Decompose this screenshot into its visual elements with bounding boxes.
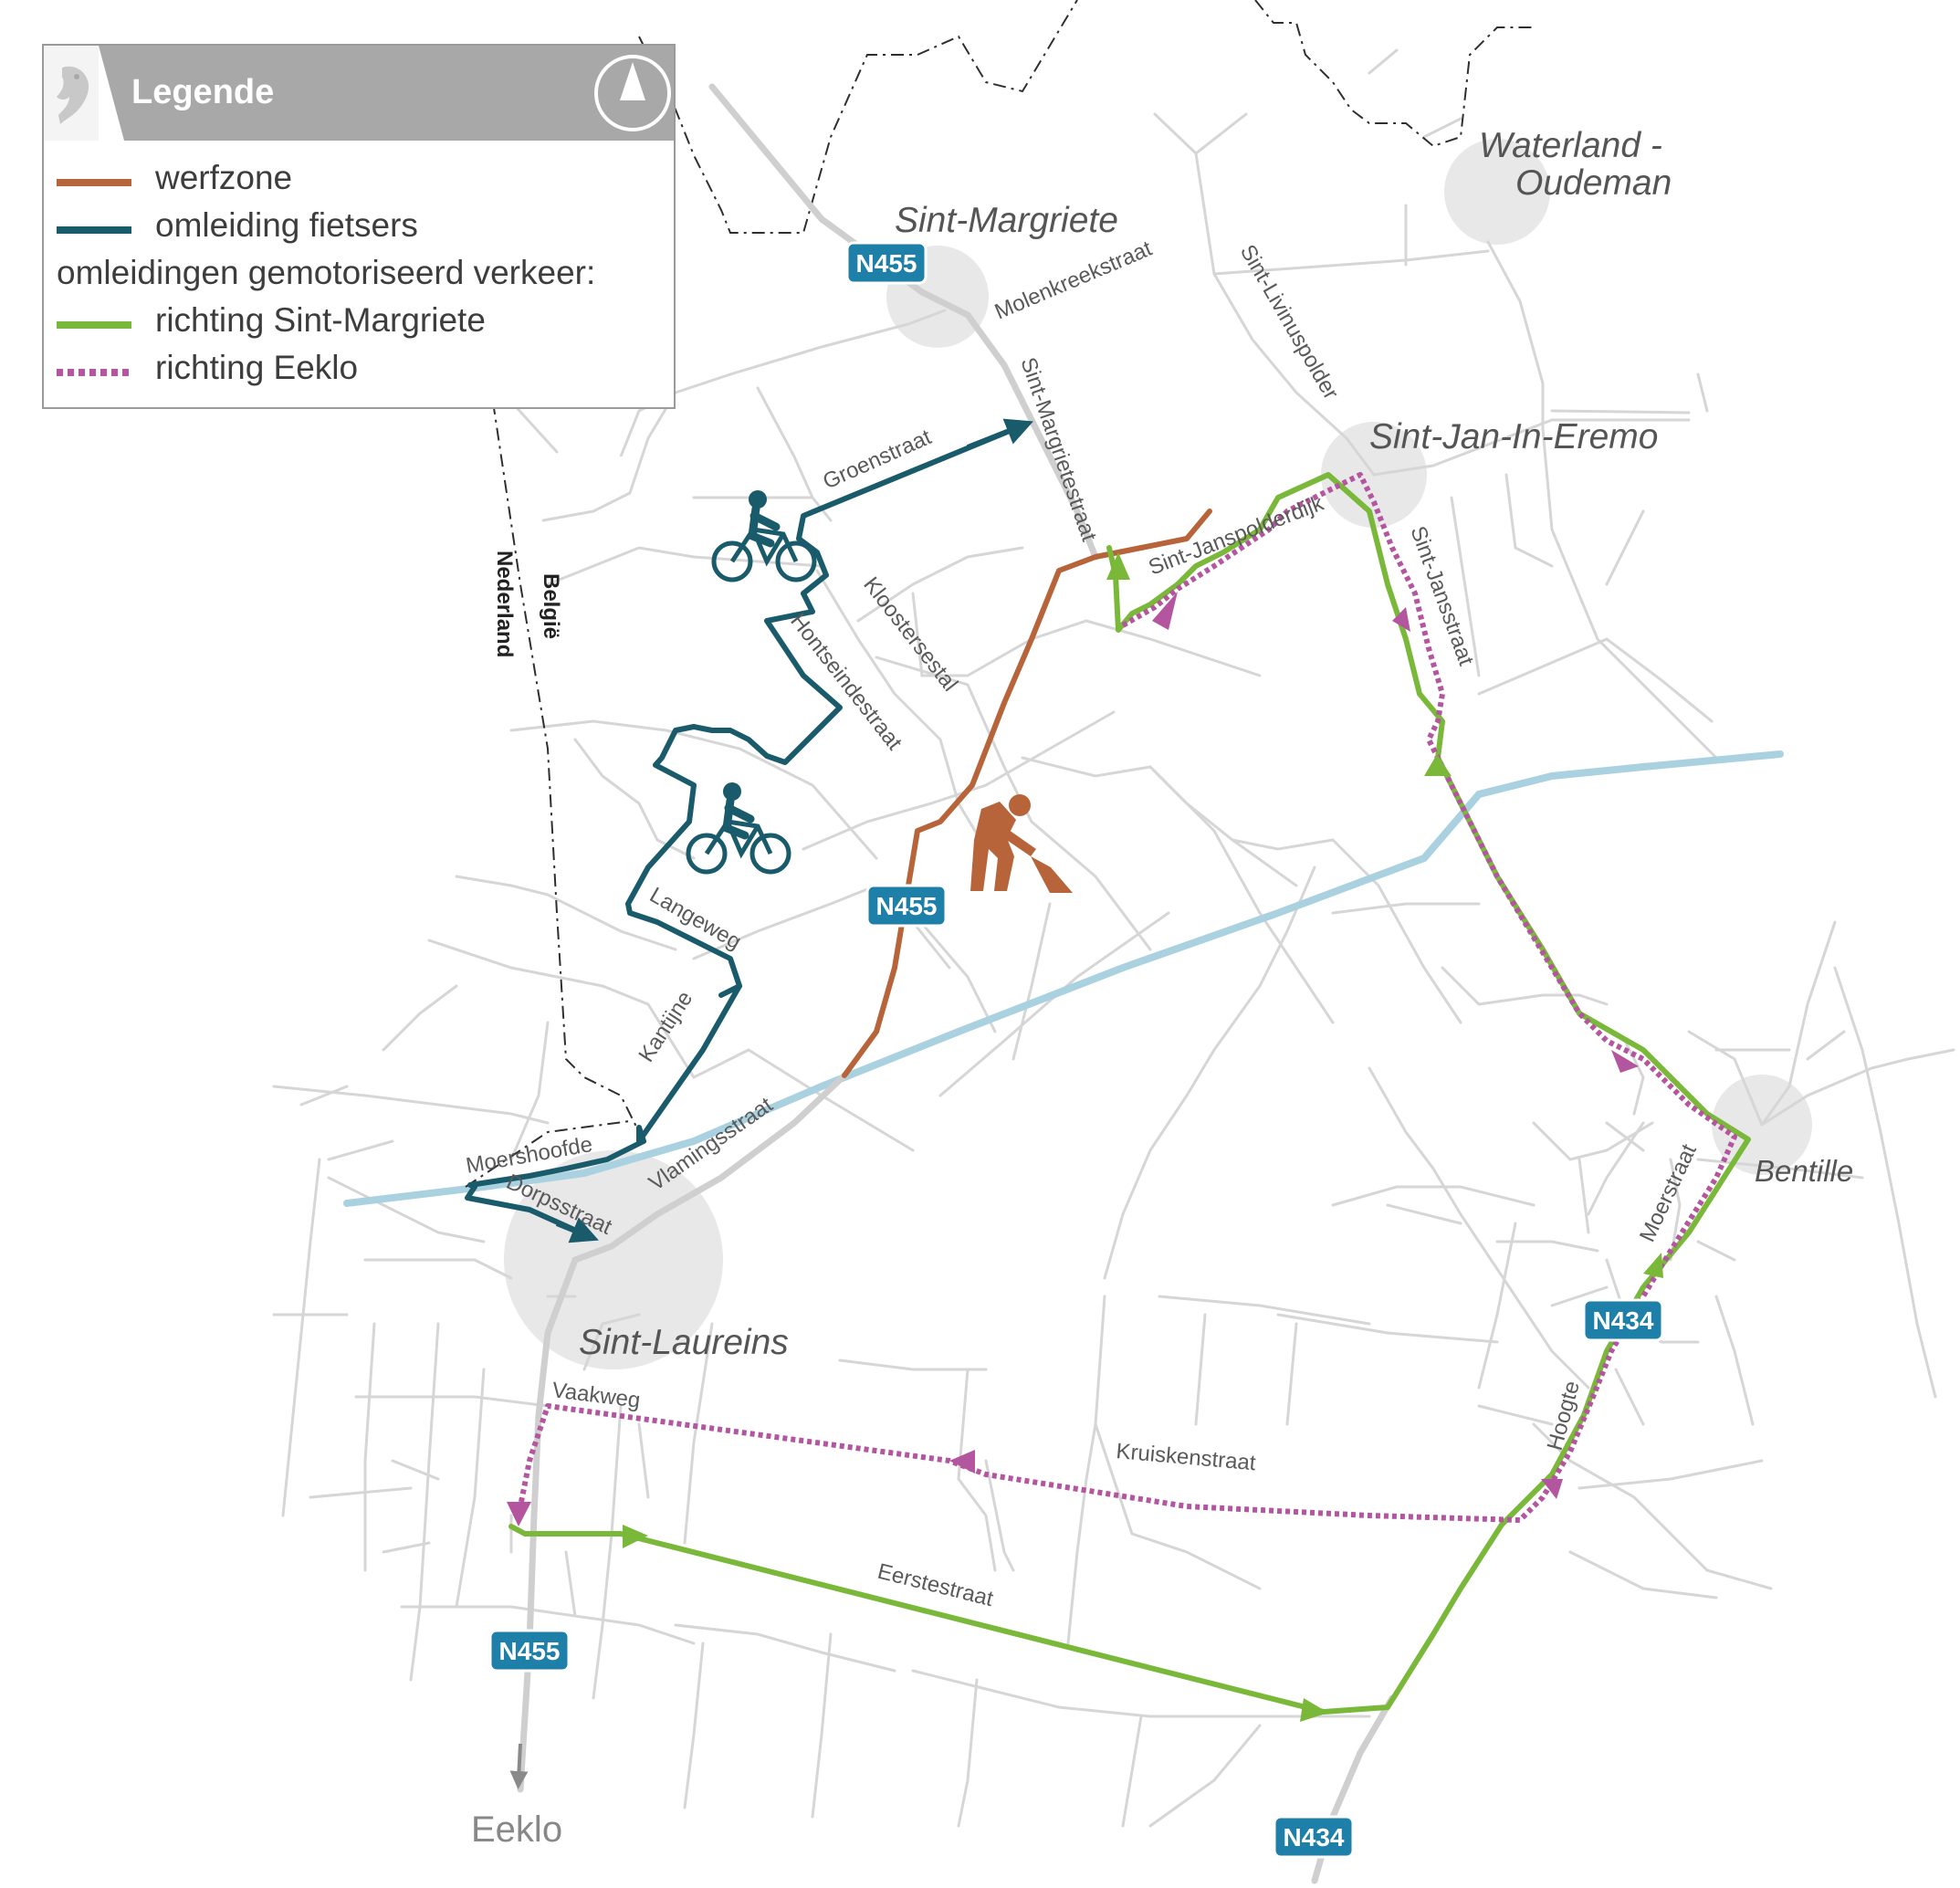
label-waterland-1: Waterland -: [1479, 126, 1662, 165]
label-sint-laureins: Sint-Laureins: [579, 1323, 789, 1362]
street-kloostersestal: Kloostersestal: [858, 572, 962, 696]
cyclist-detour-route: [465, 424, 1023, 1237]
legend-motor-heading: omleidingen gemotoriseerd verkeer:: [57, 254, 596, 291]
arrow-green-north: [1106, 552, 1130, 580]
badge-n455-south: N455: [488, 1629, 571, 1673]
svg-text:N434: N434: [1593, 1306, 1654, 1335]
label-netherlands: Nederland: [492, 551, 517, 657]
arrow-green-ne: [1643, 1253, 1663, 1278]
route-to-eeklo: [516, 472, 1737, 1523]
legend-label: omleiding fietsers: [155, 206, 418, 244]
bicycle-icon: [686, 782, 791, 875]
swatch-werfzone: [57, 179, 131, 186]
place-labels: Sint-Margriete Waterland - Oudeman Sint-…: [579, 126, 1853, 1362]
bicycle-icon: [711, 490, 817, 582]
swatch-to-eeklo: [57, 369, 131, 376]
route-arrows: [507, 552, 1663, 1722]
worker-digging-icon: [970, 794, 1073, 893]
svg-text:N434: N434: [1284, 1823, 1345, 1851]
road-badges: N455 N455 N455 N434 N434: [488, 241, 1664, 1859]
label-bentille: Bentille: [1755, 1154, 1853, 1188]
swatch-cyclists: [57, 226, 131, 234]
arrow-magenta-down: [1611, 1050, 1639, 1073]
legend-title: Legende: [131, 73, 275, 111]
arrow-magenta-east: [1152, 592, 1178, 630]
badge-n455-north: N455: [845, 241, 928, 285]
legend: Legende N werfzone omleiding fietsers om…: [42, 44, 676, 409]
badge-n455-mid: N455: [865, 884, 948, 928]
arrow-magenta-south-2: [507, 1502, 531, 1526]
street-hontseindestraat: Hontseindestraat: [785, 609, 907, 755]
legend-label: richting Eeklo: [155, 349, 359, 386]
svg-text:N455: N455: [499, 1637, 561, 1665]
label-waterland-2: Oudeman: [1515, 163, 1672, 203]
arrow-magenta-sw: [1541, 1479, 1563, 1499]
locality-halos: [504, 139, 1812, 1369]
street-kantijne: Kantijne: [634, 987, 697, 1066]
label-sint-margriete: Sint-Margriete: [895, 201, 1118, 240]
werfzone-route: [842, 509, 1212, 1078]
eeklo-arrow: [509, 1743, 529, 1789]
label-eeklo: Eeklo: [471, 1809, 562, 1850]
country-border: [465, 0, 1534, 1188]
arrow-green-east-2: [1300, 1698, 1328, 1722]
arrow-magenta-south: [1392, 607, 1410, 632]
label-belgium: België: [539, 573, 563, 639]
north-arrow-icon: [594, 55, 671, 131]
swatch-to-sint-margriete: [57, 321, 131, 329]
street-hoogte: Hoogte: [1543, 1379, 1585, 1453]
street-sint-janspolderdijk: Sint-Janspolderdijk: [1145, 490, 1327, 580]
lion-logo-icon: [57, 66, 89, 124]
street-molenkreekstraat: Molenkreekstraat: [991, 236, 1156, 325]
street-sint-margrietestraat: Sint-Margrietestraat: [1015, 354, 1101, 544]
street-kruiskenstraat: Kruiskenstraat: [1115, 1439, 1256, 1475]
legend-label: werfzone: [155, 159, 293, 196]
north-label: N: [623, 99, 639, 123]
arrow-green-east-1: [623, 1525, 648, 1548]
svg-text:N455: N455: [876, 892, 938, 920]
badge-n434-south: N434: [1273, 1815, 1355, 1859]
canal: [343, 750, 1784, 1207]
legend-label: richting Sint-Margriete: [155, 301, 486, 339]
arrow-green-up: [1424, 754, 1452, 776]
badge-n434-east: N434: [1582, 1298, 1664, 1342]
svg-text:N455: N455: [856, 249, 917, 278]
legend-header: [44, 46, 674, 141]
label-sint-jan: Sint-Jan-In-Eremo: [1369, 417, 1658, 456]
arrow-magenta-west: [949, 1450, 975, 1474]
